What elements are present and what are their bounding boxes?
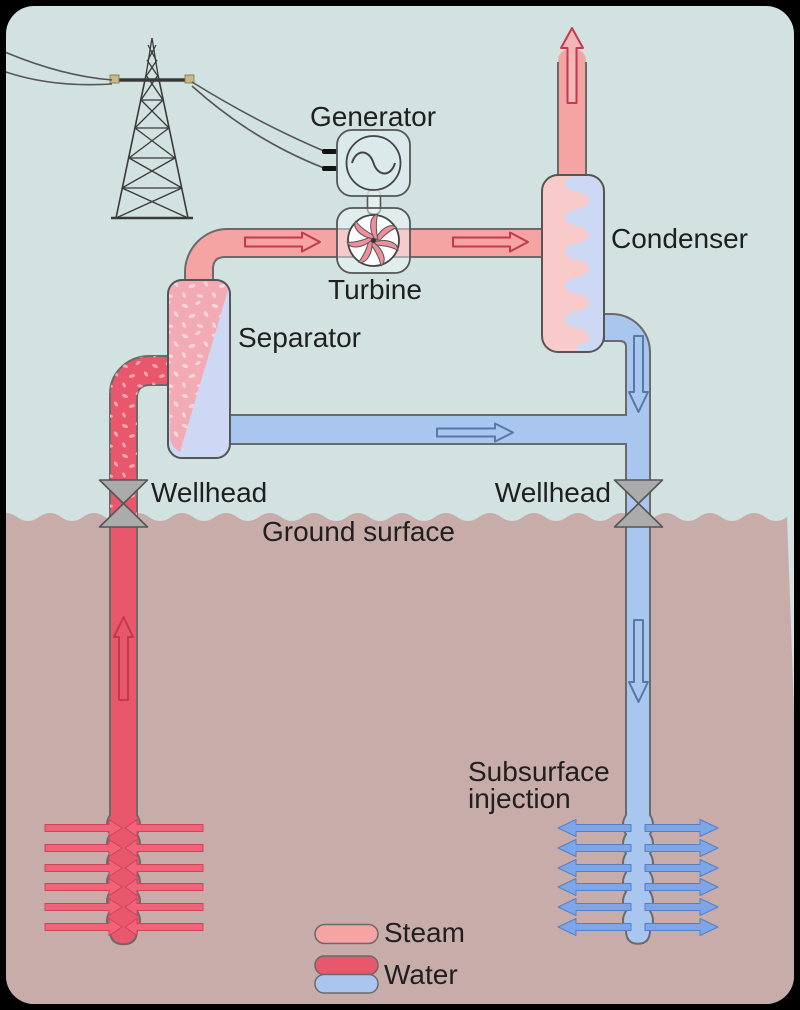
steam-flow-arrow-2 <box>452 231 529 253</box>
hot-water-up-arrow <box>113 616 134 701</box>
wellhead-valve-right <box>613 479 664 528</box>
transmission-tower-icon <box>109 37 195 220</box>
injection-well-arrows <box>557 819 719 936</box>
separator-label: Separator <box>238 322 361 353</box>
wellhead-valve-left <box>98 479 149 528</box>
steam-exhaust-arrow <box>560 27 584 104</box>
legend-steam-label: Steam <box>384 917 465 948</box>
condenser-vessel <box>541 174 605 353</box>
legend-water-label: Water <box>384 959 458 990</box>
production-well-arrows <box>44 819 204 936</box>
ground-surface-label: Ground surface <box>262 516 455 547</box>
subsurface-injection-label-line1: Subsurface <box>468 756 610 787</box>
wellhead-right-label: Wellhead <box>495 477 611 508</box>
turbine-label: Turbine <box>328 274 422 305</box>
legend-steam-swatch <box>314 923 379 945</box>
flow-arrows <box>113 231 649 703</box>
steam-flow-arrow-1 <box>244 231 321 253</box>
cold-water-down-arrow-1 <box>628 335 649 413</box>
separator-vessel <box>167 279 231 459</box>
ground <box>6 513 794 1004</box>
condenser-label: Condenser <box>611 223 748 254</box>
cold-water-flow-arrow <box>436 422 514 443</box>
labels: Generator Turbine Condenser Separator We… <box>151 101 748 814</box>
power-lines <box>6 51 325 169</box>
legend-water-cold-swatch <box>314 973 379 994</box>
subsurface-injection-label-line2: injection <box>468 783 571 814</box>
diagram-canvas: Steam Water Generator Turbine Condenser … <box>6 6 794 1004</box>
turbine-unit <box>336 207 411 274</box>
legend: Steam Water <box>314 917 465 994</box>
generator-label: Generator <box>310 101 436 132</box>
steam-exhaust-pipe <box>557 49 587 182</box>
generator-unit <box>336 129 411 215</box>
generator-terminals <box>322 149 337 171</box>
legend-water-hot-swatch <box>314 955 379 976</box>
wellhead-left-label: Wellhead <box>151 477 267 508</box>
cold-water-down-arrow-2 <box>628 619 649 703</box>
generator-symbol-icon <box>345 135 402 191</box>
turbine-fan-icon <box>346 213 399 267</box>
